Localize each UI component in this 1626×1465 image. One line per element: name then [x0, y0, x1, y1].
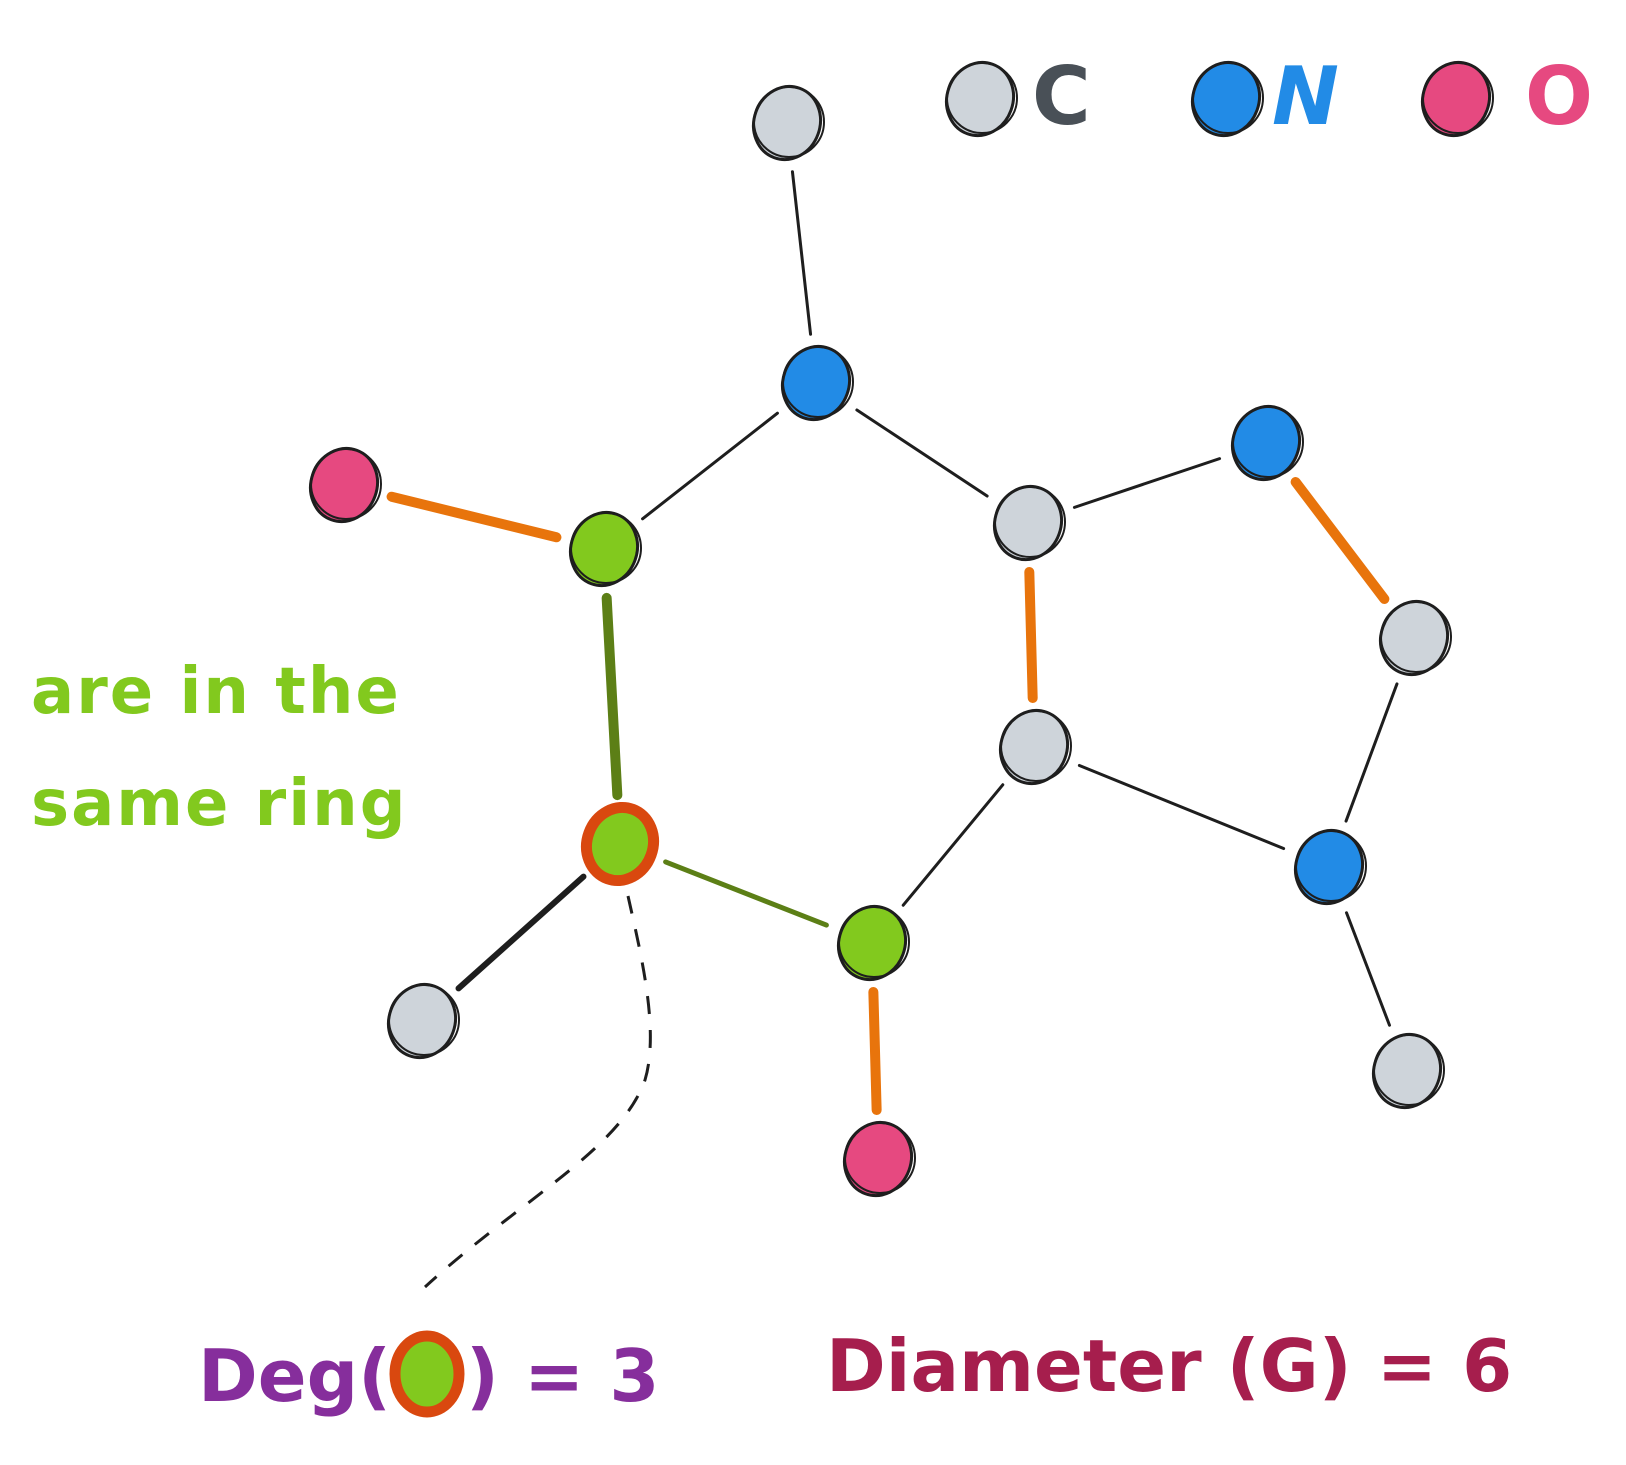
- diameter-formula: Diameter (G) = 6: [826, 1324, 1513, 1408]
- annotation-line-1: are in the: [31, 655, 401, 729]
- bond-c_top-n1: [790, 170, 813, 336]
- legend-label-oxygen: O: [1525, 50, 1594, 143]
- bond-g2-c_bottom_left: [455, 873, 587, 992]
- bond-g1-g2: [601, 592, 623, 801]
- bond-c_right-n3: [1344, 682, 1399, 823]
- bond-o_left-g1: [386, 491, 562, 543]
- atom-c_bottom_right: [1372, 1032, 1445, 1110]
- bond-c_ring_a-n2: [1072, 457, 1222, 509]
- bonds: [386, 170, 1399, 1116]
- bond-n1-c_ring_a: [855, 408, 989, 498]
- atom-n2: [1231, 404, 1304, 482]
- atom-c_right: [1379, 599, 1452, 677]
- atom-n1: [781, 344, 854, 422]
- bond-n1-g1: [641, 411, 779, 521]
- bond-g3-o_bottom: [868, 986, 882, 1116]
- atom-g1: [569, 510, 642, 588]
- legend-label-nitrogen: N: [1272, 50, 1339, 143]
- atom-g3: [837, 904, 910, 982]
- annotation-line-2: same ring: [31, 767, 408, 841]
- atom-c_bottom_left: [387, 982, 460, 1060]
- atoms: [309, 84, 1452, 1198]
- degree-prefix: Deg(: [198, 1334, 392, 1418]
- atom-c_ring_a: [993, 484, 1066, 562]
- bond-c_ring_b-n3: [1077, 763, 1286, 851]
- atom-g2: [581, 801, 659, 887]
- legend-label-carbon: C: [1032, 50, 1091, 143]
- degree-node-icon: [389, 1330, 465, 1418]
- atom-n3: [1294, 828, 1367, 906]
- legend-swatch-nitrogen: [1191, 60, 1264, 138]
- degree-suffix: ) = 3: [466, 1334, 660, 1418]
- atom-o_bottom: [843, 1120, 916, 1198]
- bond-n3-c_bottom_right: [1344, 911, 1392, 1027]
- legend-swatch-carbon: [945, 60, 1018, 138]
- atom-c_top: [752, 84, 825, 162]
- legend: [945, 60, 1494, 138]
- atom-o_left: [309, 446, 382, 524]
- legend-swatch-oxygen: [1421, 60, 1494, 138]
- bond-g2-g3: [663, 859, 829, 928]
- bond-c_ring_a-c_ring_b: [1024, 566, 1038, 704]
- dashed-connector: [423, 895, 652, 1289]
- bond-g3-c_ring_b: [901, 783, 1005, 907]
- bond-n2-c_right: [1290, 477, 1390, 604]
- atom-c_ring_b: [999, 708, 1072, 786]
